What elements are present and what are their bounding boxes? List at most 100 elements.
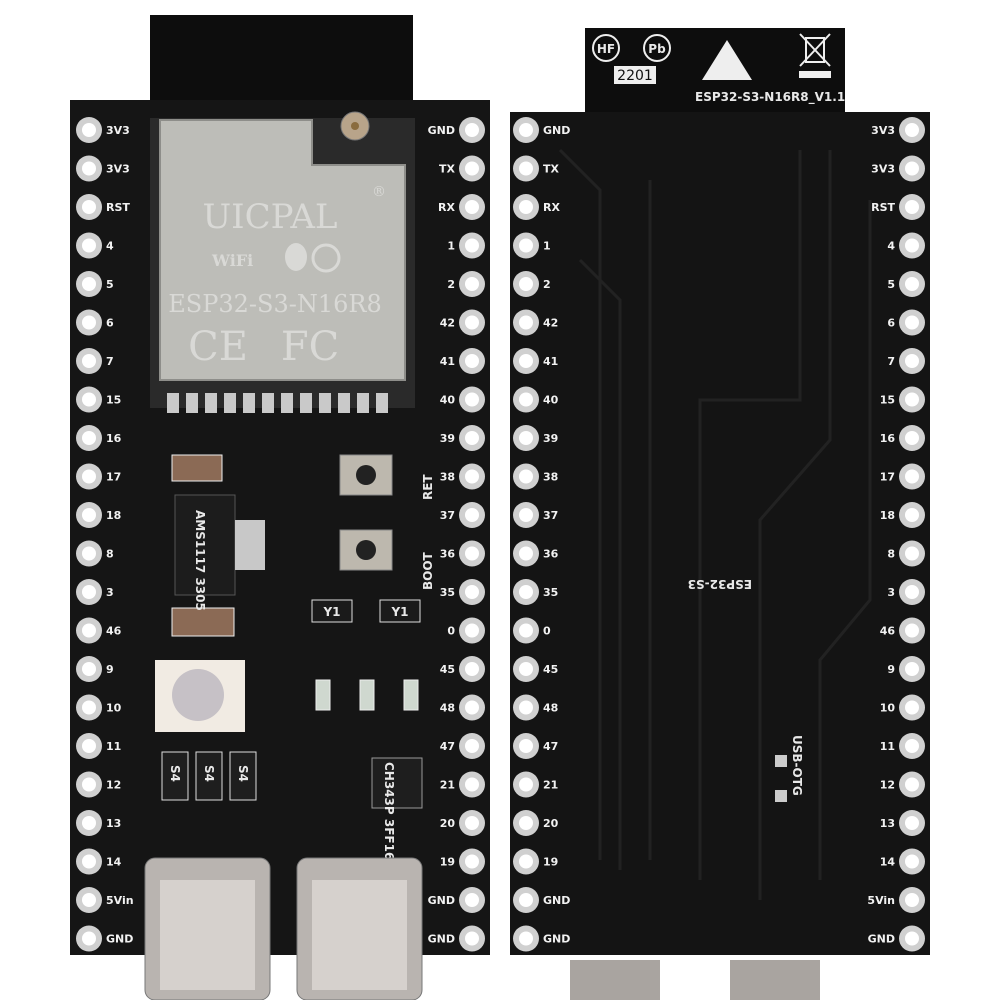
boot-button-cap[interactable] [356, 540, 376, 560]
pin-label: 7 [106, 355, 114, 368]
pin-label: 3V3 [871, 163, 895, 176]
ipex-center [351, 122, 359, 130]
pin-hole [465, 854, 479, 869]
pin-hole [519, 238, 533, 253]
pin-label: 39 [440, 432, 455, 445]
pin-label: 15 [106, 394, 121, 407]
pin-hole [905, 700, 919, 715]
weee-bin-icon [799, 33, 831, 78]
pin-label: 46 [106, 625, 122, 638]
pin-label: 42 [543, 317, 558, 330]
halogen-free-icon [592, 34, 620, 62]
pin-label: 1 [543, 240, 551, 253]
pin-label: 5Vin [867, 894, 895, 907]
date-code-box [614, 66, 656, 84]
rgb-led-lens [172, 669, 224, 721]
pin-label: GND [428, 933, 455, 946]
pin-label: 4 [887, 240, 895, 253]
pin-hole [82, 200, 96, 214]
pin-label: 47 [543, 740, 558, 753]
module-pad [300, 393, 312, 413]
pin-hole [82, 392, 96, 407]
pin-label: 35 [440, 586, 455, 599]
pin-hole [905, 431, 919, 445]
pin-hole [905, 931, 919, 946]
pin-hole [519, 200, 533, 214]
pin-label: 10 [880, 702, 896, 715]
pin-hole [82, 546, 96, 561]
pin-hole [519, 431, 533, 445]
pin-hole [519, 123, 533, 137]
pin-label: 21 [440, 779, 455, 792]
back-usb-port-left[interactable] [570, 960, 660, 1000]
pin-hole [82, 469, 96, 484]
usb-c-port-right[interactable] [296, 857, 423, 1000]
back-pcb [510, 112, 930, 955]
pin-label: 6 [106, 317, 114, 330]
pin-label: 16 [106, 432, 122, 445]
pin-label: 16 [880, 432, 896, 445]
pin-hole [519, 469, 533, 484]
pin-label: 5Vin [106, 894, 134, 907]
board-name: ESP32-S3-N16R8_V1.1 [695, 90, 845, 105]
back-usb-port-right[interactable] [730, 960, 820, 1000]
pin-hole [905, 392, 919, 407]
capacitor [171, 454, 223, 482]
pin-label: 35 [543, 586, 558, 599]
pin-hole [905, 623, 919, 638]
pin-hole [519, 854, 533, 869]
pin-label: 8 [887, 548, 895, 561]
pin-hole [905, 469, 919, 484]
pin-hole [465, 816, 479, 830]
pin-label: 18 [880, 509, 895, 522]
telec-mark-icon [311, 243, 341, 273]
pin-hole [465, 893, 479, 907]
pin-label: 3 [106, 586, 114, 599]
pin-label: 8 [106, 548, 114, 561]
pin-label: RST [871, 201, 895, 214]
pin-label: 19 [543, 856, 558, 869]
pin-label: 3V3 [871, 124, 895, 137]
regulator-marking: AMS1117 3305 [193, 510, 207, 611]
pin-hole [519, 546, 533, 561]
pin-hole [465, 315, 479, 330]
reset-button-cap[interactable] [356, 465, 376, 485]
pin-label: 48 [440, 702, 455, 715]
pin-hole [82, 777, 96, 792]
pin-hole [905, 508, 919, 522]
solder-jumper [775, 790, 787, 802]
pin-hole [519, 893, 533, 907]
usb-serial-chip [371, 757, 423, 809]
pin-hole [82, 508, 96, 522]
pin-hole [519, 392, 533, 407]
pin-label: 3 [887, 586, 895, 599]
transistor [379, 599, 421, 623]
pin-hole [82, 893, 96, 907]
pin-hole [82, 238, 96, 253]
pin-hole [82, 354, 96, 368]
diode-label: S4 [236, 765, 250, 782]
pin-hole [465, 508, 479, 522]
front-pin-headers: 3V33V3RST4567151617188346910111213145Vin… [76, 117, 485, 952]
bluetooth-icon [285, 243, 307, 271]
pin-hole [465, 777, 479, 792]
hf-label: HF [597, 42, 615, 56]
pin-label: 14 [106, 856, 122, 869]
pin-label: 9 [887, 663, 895, 676]
pin-label: 20 [440, 817, 456, 830]
pin-hole [905, 277, 919, 291]
pin-label: 20 [543, 817, 559, 830]
transistor-label: Y1 [322, 605, 340, 619]
pin-label: 45 [440, 663, 455, 676]
pin-label: GND [106, 933, 133, 946]
pin-hole [905, 662, 919, 676]
status-led [359, 679, 375, 711]
usb-c-port-left[interactable] [144, 857, 271, 1000]
pin-hole [519, 508, 533, 522]
fcc-mark: FC [281, 324, 339, 370]
pin-hole [519, 315, 533, 330]
pin-hole [905, 816, 919, 830]
capacitor [171, 607, 235, 637]
transistor [311, 599, 353, 623]
